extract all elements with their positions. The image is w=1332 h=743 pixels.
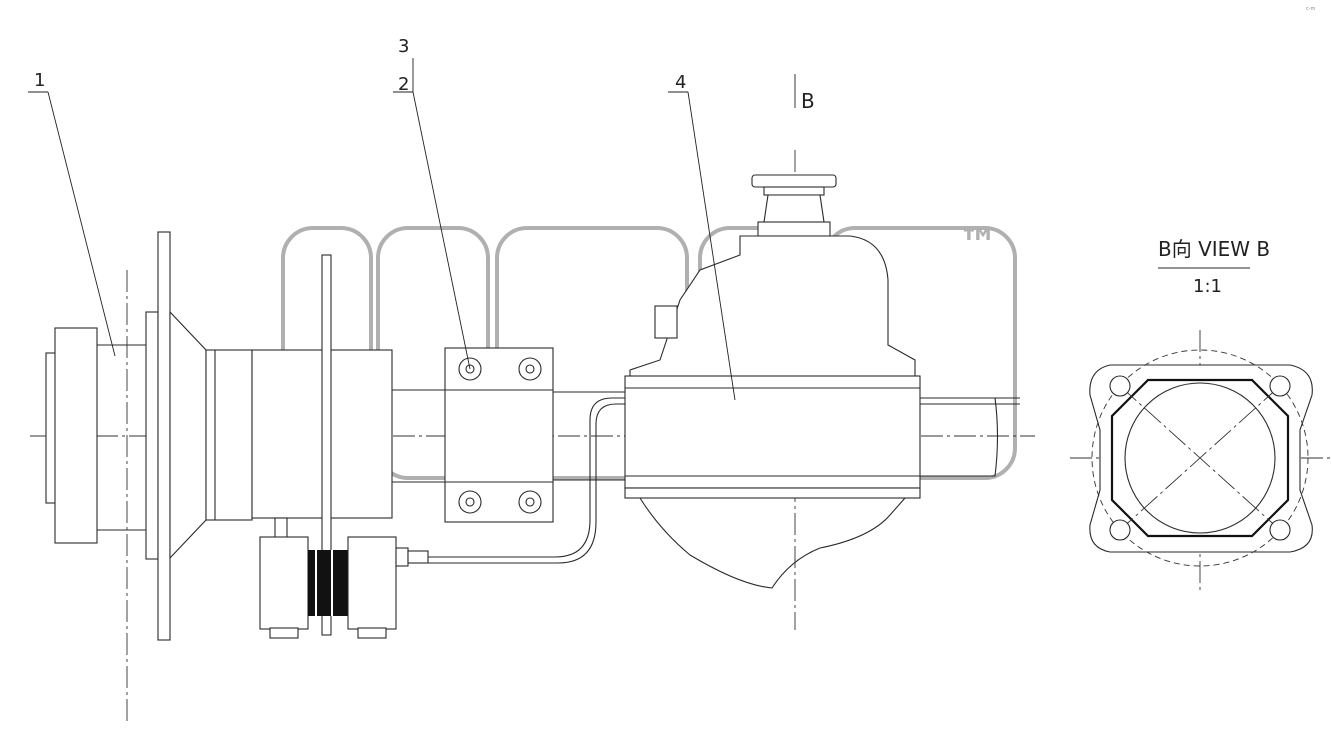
part-label-3: 3 bbox=[398, 36, 409, 57]
section-mark-b: B bbox=[801, 89, 815, 113]
view-title: B向 VIEW B bbox=[1158, 237, 1270, 261]
gearbox-housing bbox=[624, 174, 999, 589]
trademark-symbol: ™ bbox=[958, 222, 998, 268]
leader-lines bbox=[28, 58, 796, 401]
view-b: B向 VIEW B 1:1 bbox=[1089, 237, 1313, 567]
part-1-flange-adapter bbox=[45, 231, 393, 641]
part-2-3-bracket bbox=[321, 254, 630, 636]
part-label-1: 1 bbox=[34, 70, 45, 91]
part-label-2: 2 bbox=[398, 74, 409, 95]
part-label-4: 4 bbox=[675, 72, 686, 93]
view-scale: 1:1 bbox=[1193, 276, 1222, 297]
corner-code: c-m bbox=[1306, 6, 1316, 12]
actuator-cylinder bbox=[259, 517, 429, 639]
